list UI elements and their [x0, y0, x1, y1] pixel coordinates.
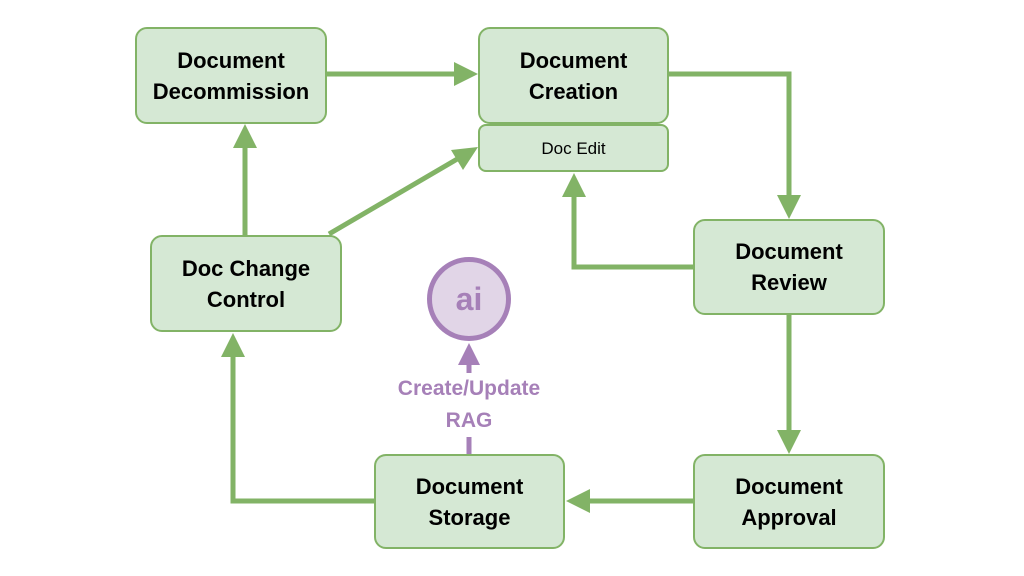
- node-document-decommission[interactable]: Document Decommission: [135, 27, 327, 124]
- arrowhead-storage: [566, 489, 590, 513]
- arrowhead-ai: [458, 343, 480, 365]
- node-label-line1: Document: [735, 473, 843, 499]
- node-doc-edit[interactable]: Doc Edit: [478, 124, 669, 172]
- arrowhead-changecontrol: [221, 333, 245, 357]
- node-label-line2: Review: [751, 270, 827, 295]
- arrowhead-creation: [454, 62, 478, 86]
- arrowhead-docedit-from-changecontrol: [451, 147, 478, 170]
- node-label-line1: Document: [735, 239, 843, 264]
- node-label-line2: Approval: [741, 504, 837, 530]
- node-document-review[interactable]: Document Review: [693, 219, 885, 315]
- node-document-approval[interactable]: Document Approval: [693, 454, 885, 549]
- node-label-line2: Decommission: [152, 78, 310, 104]
- node-label: Doc Edit: [541, 138, 606, 158]
- node-label-line1: Doc Change: [181, 255, 311, 281]
- node-label-line2: Creation: [528, 78, 619, 104]
- ai-circle-icon[interactable]: ai: [427, 257, 511, 341]
- arrow-creation-to-review: [669, 71, 792, 198]
- create-update-rag-label: Create/Update RAG: [369, 373, 569, 437]
- node-label-line1: Document: [415, 473, 524, 499]
- arrowhead-decommission: [233, 124, 257, 148]
- ai-badge-text: ai: [455, 280, 483, 317]
- rag-label-line1: Create/Update: [397, 377, 541, 400]
- arrowhead-review: [777, 195, 801, 219]
- node-document-creation[interactable]: Document Creation: [478, 27, 669, 124]
- node-label-line2: Control: [206, 286, 286, 312]
- arrow-storage-to-changecontrol: [230, 355, 374, 504]
- node-doc-change-control[interactable]: Doc Change Control: [150, 235, 342, 332]
- arrow-changecontrol-to-docedit: [327, 155, 461, 237]
- arrowhead-docedit-from-review: [562, 173, 586, 197]
- node-label-line1: Document: [519, 47, 628, 73]
- rag-label-line2: RAG: [445, 409, 493, 432]
- node-label-line1: Document: [177, 47, 285, 73]
- node-label-line2: Storage: [428, 504, 511, 530]
- arrow-review-to-docedit: [571, 194, 693, 270]
- arrowhead-approval: [777, 430, 801, 454]
- node-document-storage[interactable]: Document Storage: [374, 454, 565, 549]
